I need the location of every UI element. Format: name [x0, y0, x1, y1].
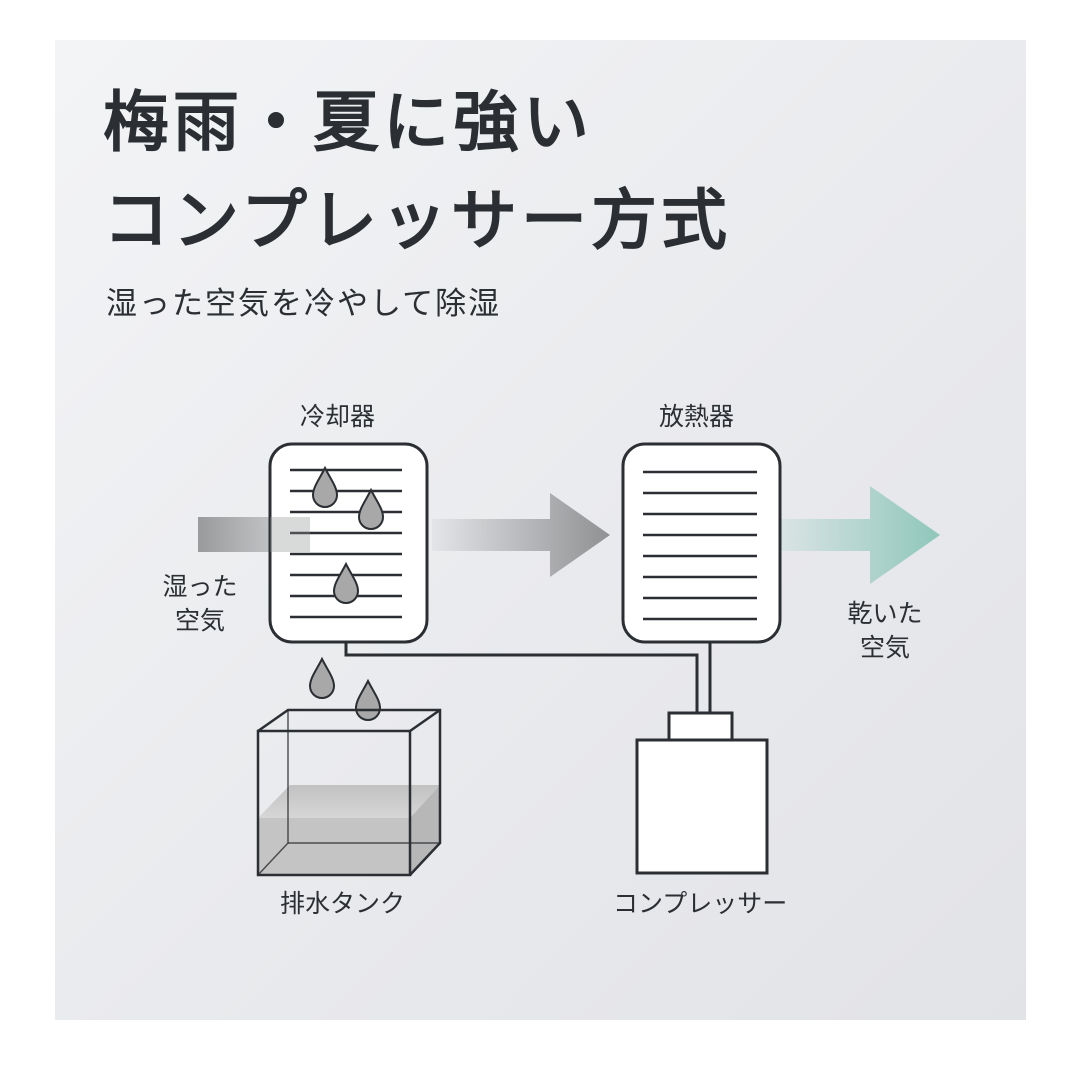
drain-tank	[256, 708, 442, 877]
humid-air-label-line2: 空気	[174, 606, 225, 635]
droplet-icon	[311, 465, 339, 508]
droplet-icon	[354, 678, 382, 721]
cooler-label: 冷却器	[300, 402, 376, 431]
droplet-icon	[357, 487, 385, 530]
title-line-1: 梅雨・夏に強い	[103, 84, 593, 161]
dry-air-label-line1: 乾いた	[847, 599, 923, 628]
dry-air-arrow	[780, 486, 940, 584]
dry-air-label: 乾いた 空気	[838, 597, 932, 665]
compressor-label: コンプレッサー	[613, 889, 788, 918]
humid-air-label: 湿った 空気	[155, 570, 245, 638]
refrigerant-pipe	[344, 642, 712, 713]
humid-air-label-line1: 湿った	[162, 572, 238, 601]
droplet-icon	[332, 561, 360, 604]
transfer-arrow	[432, 493, 610, 577]
droplet-icon	[308, 656, 336, 699]
compressor-unit	[635, 711, 769, 875]
title-line-2: コンプレッサー方式	[103, 182, 732, 259]
dry-air-label-line2: 空気	[859, 633, 910, 662]
tank-label: 排水タンク	[280, 889, 406, 918]
subtitle: 湿った空気を冷やして除湿	[106, 286, 502, 322]
radiator-label: 放熱器	[659, 402, 735, 431]
radiator-unit	[621, 442, 782, 644]
